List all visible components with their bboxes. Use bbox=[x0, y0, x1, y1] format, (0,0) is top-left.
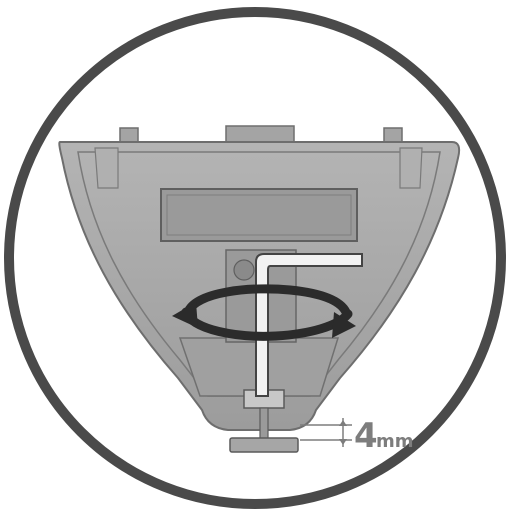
left-side-panel bbox=[94, 147, 119, 189]
mechanism-nut bbox=[233, 259, 255, 281]
adjustment-foot bbox=[229, 437, 299, 453]
bidirectional-rotate-arrow-icon bbox=[172, 284, 356, 341]
dimension-value: 4 bbox=[354, 416, 378, 456]
housing-window bbox=[160, 188, 358, 242]
right-side-panel bbox=[399, 147, 423, 189]
dimension-unit: mm bbox=[376, 431, 414, 452]
hex-key-icon bbox=[255, 253, 363, 397]
vertical-dimension-icon bbox=[300, 418, 352, 447]
bolt-shaft bbox=[259, 407, 269, 441]
housing-window-inner bbox=[166, 194, 352, 236]
